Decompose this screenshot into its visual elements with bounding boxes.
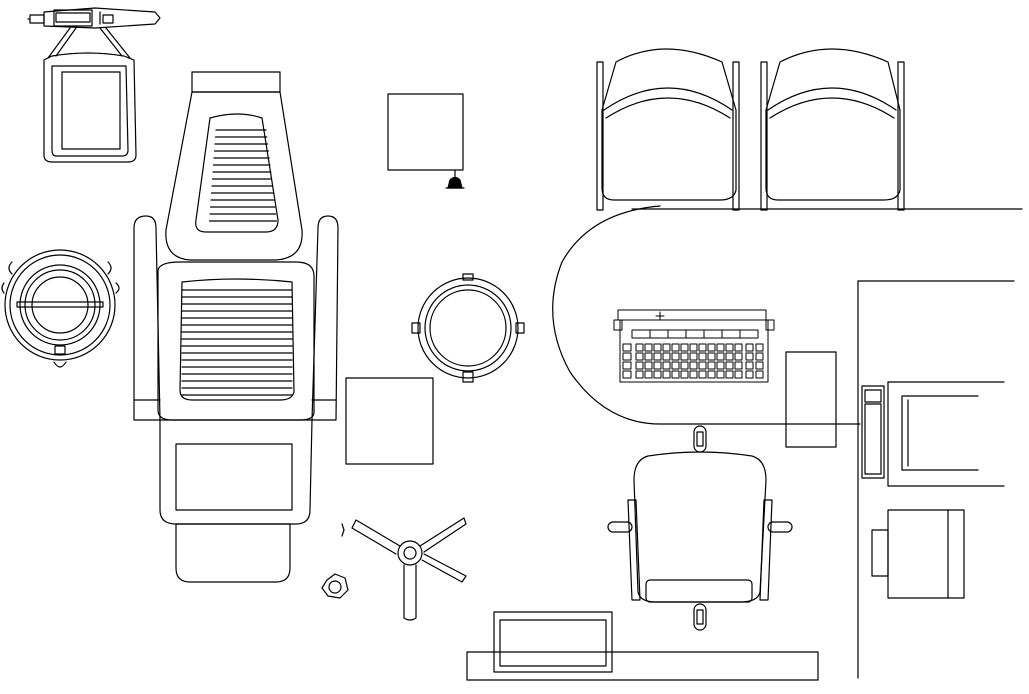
function-key [703, 329, 723, 339]
key [662, 361, 671, 370]
key [755, 361, 764, 370]
key [707, 370, 716, 379]
key [635, 343, 644, 352]
key [622, 343, 632, 352]
caster-base-icon [341, 517, 467, 621]
key [653, 343, 662, 352]
key [734, 370, 743, 379]
key [689, 343, 698, 352]
key [680, 343, 689, 352]
key [662, 352, 671, 361]
key [622, 352, 632, 361]
key [734, 361, 743, 370]
key [725, 361, 734, 370]
key [698, 352, 707, 361]
key [671, 343, 680, 352]
function-key [685, 329, 705, 339]
key [725, 370, 734, 379]
key [644, 352, 653, 361]
key [671, 370, 680, 379]
function-key [721, 329, 741, 339]
key [671, 361, 680, 370]
key [755, 370, 764, 379]
key [644, 361, 653, 370]
key [745, 361, 754, 370]
key [716, 370, 725, 379]
printer-icon [871, 509, 965, 599]
key [689, 361, 698, 370]
key [716, 361, 725, 370]
key [755, 343, 764, 352]
key [725, 343, 734, 352]
paper-tray-icon [785, 351, 837, 448]
function-key [667, 329, 687, 339]
key [689, 352, 698, 361]
key [689, 370, 698, 379]
key [680, 361, 689, 370]
key [716, 352, 725, 361]
shelf-icon [466, 611, 819, 681]
key [635, 361, 644, 370]
key [716, 343, 725, 352]
dental-chair-icon [133, 71, 339, 583]
armchair-icon [760, 48, 905, 211]
key [680, 352, 689, 361]
hex-pedal-icon [321, 573, 349, 599]
tower-icon [861, 385, 885, 479]
key [622, 361, 632, 370]
function-key [649, 329, 669, 339]
key [755, 352, 764, 361]
key [653, 361, 662, 370]
office-chair-icon [607, 425, 793, 631]
key [662, 343, 671, 352]
key [707, 361, 716, 370]
key [644, 370, 653, 379]
dental-lamp-icon [27, 7, 161, 163]
key [698, 370, 707, 379]
round-stool-icon [411, 273, 525, 383]
spittoon-icon [1, 249, 120, 368]
keyboard-keys [622, 329, 764, 379]
key [653, 352, 662, 361]
key [745, 370, 754, 379]
key [662, 370, 671, 379]
key [680, 370, 689, 379]
key [698, 361, 707, 370]
function-key [739, 329, 759, 339]
key [671, 352, 680, 361]
key [635, 352, 644, 361]
key [653, 370, 662, 379]
key [734, 352, 743, 361]
back-stripes [181, 289, 293, 396]
square-tray-icon [387, 93, 465, 189]
key [725, 352, 734, 361]
key [745, 352, 754, 361]
key [707, 343, 716, 352]
key [622, 370, 632, 379]
key [707, 352, 716, 361]
key [745, 343, 754, 352]
square-cabinet-icon [345, 377, 434, 465]
headrest-stripes [208, 129, 277, 222]
key [644, 343, 653, 352]
key [734, 343, 743, 352]
key [635, 370, 644, 379]
armchair-icon [596, 48, 740, 211]
curved-desk-icon [552, 205, 1023, 679]
monitor-icon [887, 381, 1005, 487]
keyboard-icon [613, 309, 775, 383]
key [698, 343, 707, 352]
function-key [631, 329, 651, 339]
